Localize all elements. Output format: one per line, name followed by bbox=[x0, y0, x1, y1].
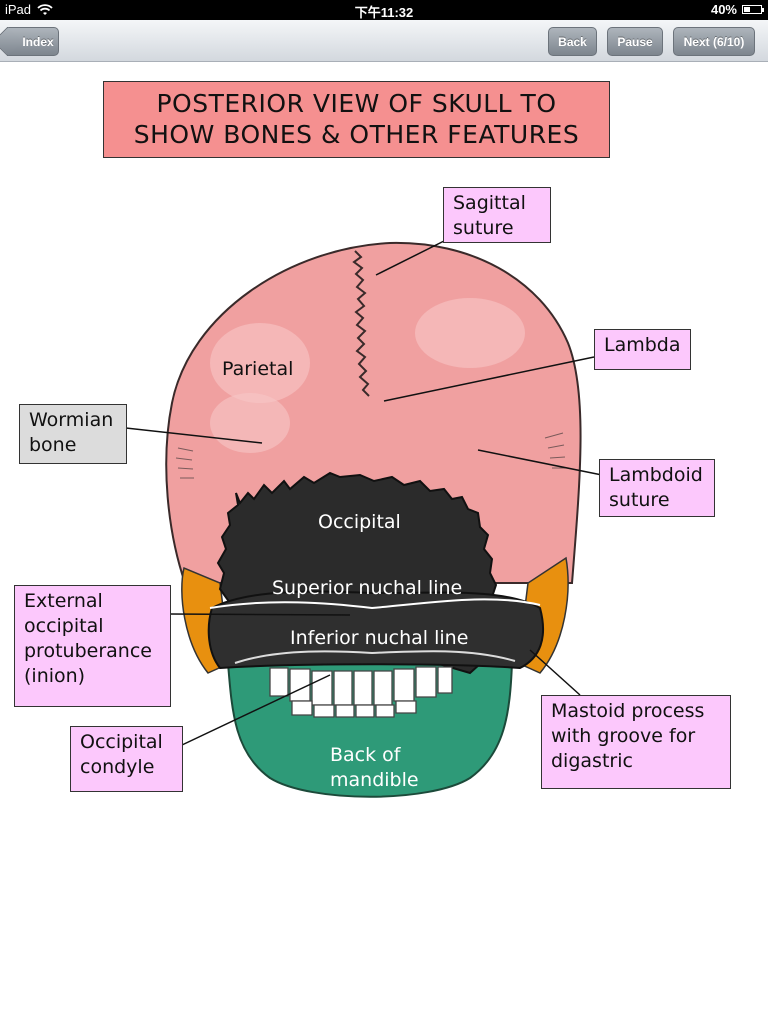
skull-illustration: Parietal Occipital Superior nuchal line … bbox=[125, 240, 603, 798]
parietal-label: Parietal bbox=[222, 358, 293, 380]
status-time: 下午11:32 bbox=[354, 5, 414, 20]
callout-occipital-condyle: Occipital condyle bbox=[70, 726, 183, 792]
superior-nuchal-line-label: Superior nuchal line bbox=[272, 577, 462, 599]
slide-title-line1: POSTERIOR VIEW OF SKULL TO bbox=[156, 89, 557, 118]
leader-mastoid bbox=[529, 649, 581, 696]
battery-fill bbox=[744, 7, 751, 12]
back-button[interactable]: Back bbox=[548, 27, 597, 56]
inferior-nuchal-line-label: Inferior nuchal line bbox=[290, 627, 468, 649]
occipital-label: Occipital bbox=[318, 511, 401, 533]
status-bar: iPad 下午11:32 40% bbox=[0, 0, 768, 20]
callout-mastoid-process: Mastoid process with groove for digastri… bbox=[541, 695, 731, 789]
pause-button[interactable]: Pause bbox=[607, 27, 663, 56]
status-right: 40% bbox=[710, 2, 764, 17]
wifi-icon bbox=[37, 3, 53, 15]
index-button[interactable]: Index bbox=[7, 27, 59, 56]
callout-external-occipital-protuberance: External occipital protuberance (inion) bbox=[14, 585, 171, 707]
leader-condyle bbox=[181, 674, 331, 746]
battery-percent: 40% bbox=[710, 2, 737, 17]
device-name: iPad bbox=[5, 2, 32, 17]
back-of-mandible-label-line1: Back of bbox=[330, 744, 402, 766]
next-button[interactable]: Next (6/10) bbox=[673, 27, 755, 56]
slide-area: Parietal Occipital Superior nuchal line … bbox=[0, 63, 768, 1024]
sagittal-suture bbox=[352, 250, 370, 397]
back-of-mandible-label-line2: mandible bbox=[330, 769, 419, 791]
nuchal-region bbox=[207, 590, 545, 670]
slide-title-line2: SHOW BONES & OTHER FEATURES bbox=[133, 120, 580, 149]
leader-lambda bbox=[383, 356, 595, 402]
callout-sagittal-suture: Sagittal suture bbox=[443, 187, 551, 243]
callout-lambdoid-suture: Lambdoid suture bbox=[599, 459, 715, 517]
slide-title: POSTERIOR VIEW OF SKULL TO SHOW BONES & … bbox=[103, 81, 610, 158]
callout-lambda: Lambda bbox=[594, 329, 691, 370]
battery-icon bbox=[742, 5, 764, 14]
callout-wormian-bone: Wormian bone bbox=[19, 404, 127, 464]
toolbar: Index Back Pause Next (6/10) bbox=[0, 20, 768, 62]
status-left: iPad bbox=[5, 2, 53, 17]
leader-sagittal bbox=[375, 240, 445, 276]
leader-lambdoid bbox=[477, 449, 603, 476]
teeth bbox=[269, 666, 453, 718]
leader-wormian bbox=[125, 427, 263, 444]
leader-inion bbox=[169, 613, 351, 616]
